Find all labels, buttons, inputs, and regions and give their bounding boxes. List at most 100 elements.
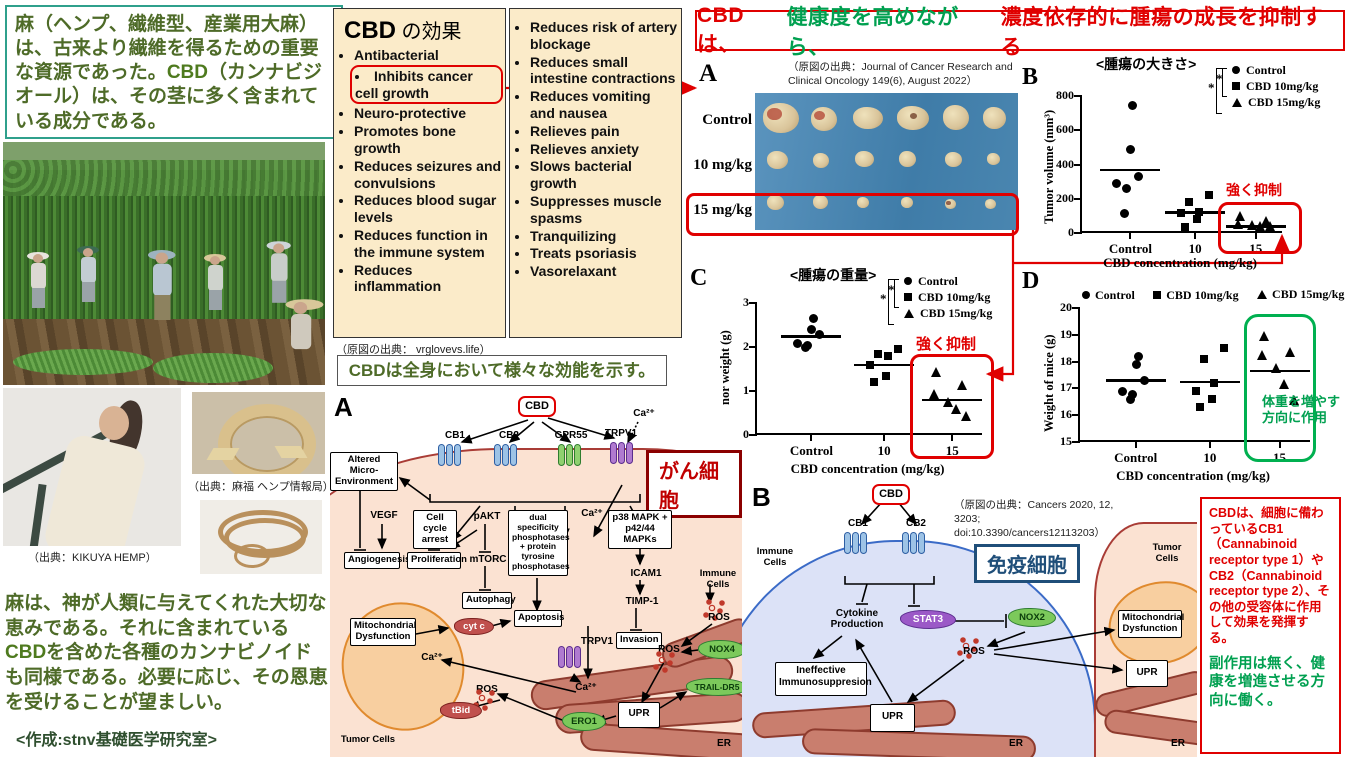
square-marker-icon (1232, 82, 1240, 90)
legend-label: CBD 15mg/kg (920, 305, 993, 320)
xtick (1129, 231, 1132, 239)
legend-label: CBD 15mg/kg (1272, 287, 1345, 301)
immune-cell-tag: 免疫細胞 (974, 544, 1080, 583)
ca-label: Ca²⁺ (421, 652, 443, 663)
trpv1-receptor-icon (610, 442, 633, 464)
meanline (1100, 168, 1161, 172)
chart-c-panel-label: C (690, 265, 708, 291)
ytick (1074, 163, 1082, 166)
legend-row: Control (1082, 288, 1135, 303)
banner-red-1: CBDは、 (697, 3, 744, 56)
effect-item: Reduces seizures and convulsions (354, 158, 503, 192)
intro-cbd: CBD (166, 62, 208, 84)
legend-row: CBD 10mg/kg (904, 289, 992, 305)
ylab: 0 (743, 427, 749, 441)
ytick (1072, 360, 1080, 363)
effect-item: Suppresses muscle spasms (530, 193, 679, 227)
xcat: Control (789, 443, 834, 458)
node-altered-microenvironment: Altered Micro-Environment (330, 452, 398, 491)
closing-cbd: CBD (5, 642, 47, 664)
node-tbid: tBid (440, 702, 482, 719)
pt (1284, 347, 1295, 358)
tumor-specimen (899, 151, 916, 167)
node-upr-tumor: UPR (1126, 660, 1168, 687)
pt (1120, 209, 1130, 219)
tumor-specimen (855, 151, 874, 167)
receptor-label-cb1: CB1 (847, 518, 868, 529)
legend-label: Control (918, 273, 958, 288)
pt (882, 371, 891, 380)
tumor-specimen (943, 105, 969, 130)
diagram-b-panel-label: B (752, 482, 771, 512)
receptor-explanation-green: 副作用は無く、健康を増進させる方向に働く。 (1209, 655, 1325, 710)
ylab: 400 (1056, 156, 1074, 171)
effects-list-box-2: Reduces risk of artery blockage Reduces … (509, 8, 682, 338)
pt (1191, 387, 1200, 396)
node-timp1: TIMP-1 (625, 596, 659, 607)
ylab: 20 (1060, 300, 1072, 314)
effects-title: CBD の効果 (344, 15, 503, 45)
ylab: 17 (1060, 380, 1072, 395)
node-ros: ROS (963, 646, 985, 657)
pt (1209, 379, 1218, 388)
pt (1232, 218, 1243, 229)
effect-item-highlighted: Inhibits cancer cell growth (350, 64, 503, 105)
significance-asterisk: * (888, 282, 895, 297)
chart-b-title: <腫瘍の大きさ> (1096, 56, 1197, 72)
node-mtorc: mTORC (469, 554, 507, 565)
node-angiogenesis: Angiogenesis (344, 552, 410, 569)
node-mitochondrial-dysfunction: Mitochondrial Dysfunction (1118, 610, 1184, 638)
cb1-receptor-icon (438, 444, 461, 466)
pt (1112, 179, 1122, 189)
legend-label: CBD 10mg/kg (918, 289, 991, 304)
legend-row: CBD 10mg/kg (1232, 78, 1320, 94)
legend-label: CBD 10mg/kg (1166, 287, 1239, 302)
triangle-marker-icon (1257, 290, 1268, 299)
circle-marker-icon (904, 277, 912, 285)
closing-text: 麻は、神が人類に与えてくれた大切な恵みである。それに含まれている (5, 593, 327, 639)
tumor-specimen (813, 195, 828, 209)
tumor-specimen (853, 107, 883, 129)
significance-bracket (1216, 68, 1222, 114)
node-autophagy: Autophagy (462, 592, 516, 609)
chart-c-legend: Control CBD 10mg/kg CBD 15mg/kg (904, 273, 992, 321)
xcat: Control (1114, 450, 1158, 465)
chart-d-highlight-box (1244, 314, 1316, 462)
effects-title-cbd: CBD (344, 17, 396, 44)
ylab: 200 (1056, 190, 1074, 205)
pt (801, 343, 811, 352)
chart-c-xlabel: CBD concentration (mg/kg) (790, 461, 945, 476)
pt (1288, 395, 1299, 406)
photo-row-label-10: 10 mg/kg (693, 157, 752, 173)
hemp-canopy (3, 160, 325, 196)
rope-coil (234, 544, 270, 568)
effect-item: Reduces vomiting and nausea (530, 88, 679, 122)
node-cyt-c: cyt c (454, 618, 494, 635)
tumor-specimen (987, 153, 1000, 165)
node-p38-mapk: p38 MAPK + p42/44 MAPKs (608, 510, 672, 549)
hemp-coil-photo (200, 500, 322, 574)
pt (1181, 223, 1190, 231)
effect-item: Vasorelaxant (530, 263, 679, 280)
receptor-label-cb1: CB1 (444, 430, 465, 441)
gpr55-receptor-icon (558, 444, 581, 466)
xtick (1254, 231, 1257, 239)
ros-dots (480, 696, 484, 700)
node-apoptosis: Apoptosis (514, 610, 564, 627)
xtick (1208, 440, 1211, 448)
legend-label: CBD 15mg/kg (1248, 94, 1321, 109)
chart-b-panel-label: B (1022, 64, 1039, 90)
credit-line: <作成:stnv基礎医学研究室> (16, 732, 217, 749)
tumor-cells-label: Tumor Cells (1152, 542, 1182, 564)
cb2-receptor-icon (494, 444, 517, 466)
tumor-specimen (767, 151, 788, 169)
pt (1128, 100, 1138, 110)
chart-c-title: <腫瘍の重量> (790, 267, 877, 283)
pt (1139, 376, 1149, 386)
cut-hemp-pile (153, 353, 273, 383)
legend-label: Control (1246, 62, 1286, 77)
ytick (749, 346, 757, 348)
chart-c-annotation: 強く抑制 (916, 336, 977, 353)
pt (1258, 331, 1269, 342)
effect-item: Relieves pain (530, 123, 679, 140)
